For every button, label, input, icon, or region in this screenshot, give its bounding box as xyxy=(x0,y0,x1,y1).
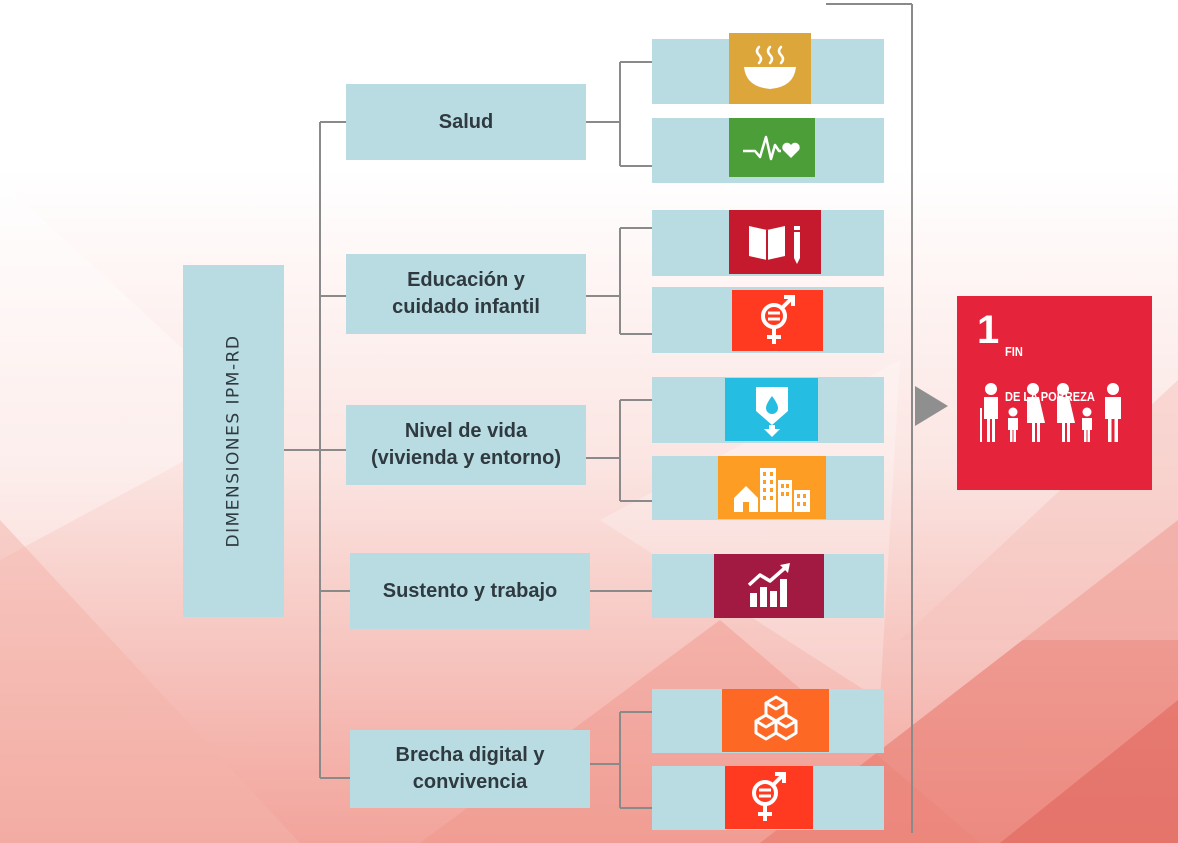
dimension-salud: Salud xyxy=(346,84,586,160)
dimension-sustento-label: Sustento y trabajo xyxy=(382,579,558,602)
sustainable-cities-icon xyxy=(718,456,826,519)
dimension-salud-label: Salud xyxy=(438,110,494,133)
decent-work-icon xyxy=(714,554,824,618)
dimension-educacion: Educación y cuidado infantil xyxy=(346,254,586,334)
dimensions-label-text: DIMENSIONES IPM-RD xyxy=(223,334,244,548)
goal-number: 1 xyxy=(977,308,1000,352)
goal-title-line-1: FIN xyxy=(1005,343,1023,359)
goal-1-no-poverty-tile: 1 FIN DE LA POBREZA xyxy=(957,296,1152,490)
dimensions-label: DIMENSIONES IPM-RD xyxy=(183,265,284,617)
good-health-icon xyxy=(729,118,815,177)
gender-equality-icon xyxy=(732,290,823,351)
dimension-nivel-de-vida-label: Nivel de vida (vivienda y entorno) xyxy=(370,420,562,469)
arrow-right-icon xyxy=(915,386,948,426)
dimension-sustento: Sustento y trabajo xyxy=(350,553,590,629)
dimension-educacion-label: Educación y cuidado infantil xyxy=(392,269,540,318)
no-poverty-family-icon xyxy=(980,383,1121,442)
dimension-brecha-digital-label: Brecha digital y convivencia xyxy=(395,744,545,793)
quality-education-icon xyxy=(729,210,821,274)
dimension-brecha-digital: Brecha digital y convivencia xyxy=(350,730,590,808)
dimension-nivel-de-vida: Nivel de vida (vivienda y entorno) xyxy=(346,405,586,485)
gender-equality-icon xyxy=(725,766,813,829)
zero-hunger-icon xyxy=(729,33,811,104)
industry-innovation-icon xyxy=(722,689,829,752)
clean-water-icon xyxy=(725,378,818,441)
